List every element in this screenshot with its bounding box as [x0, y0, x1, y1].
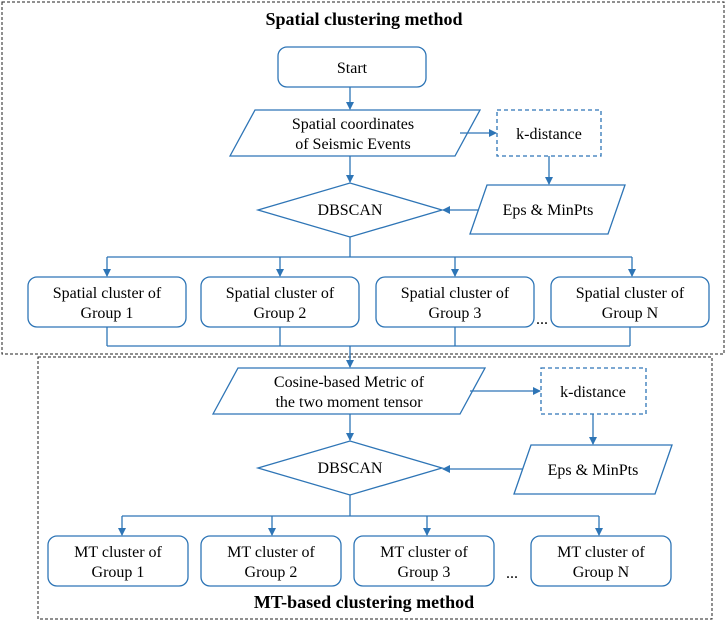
mt-cluster-n [530, 535, 672, 587]
spatial-cluster-3-line2: Group 3 [429, 305, 482, 322]
spatial-cluster-2-line2: Group 2 [254, 305, 307, 322]
mt-dbscan-label: DBSCAN [318, 460, 383, 477]
mt-section-frame [37, 356, 713, 620]
mt-metric-line1: Cosine-based Metric of [274, 374, 425, 391]
spatial-eps-label: Eps & MinPts [503, 202, 594, 219]
mt-cluster-2-line2: Group 2 [245, 564, 298, 581]
mt-kdistance-node [540, 367, 647, 415]
mt-metric-node [211, 367, 487, 415]
mt-cluster-n-line2: Group N [573, 564, 630, 581]
start-node [277, 46, 427, 88]
mt-metric-line2: the two moment tensor [275, 394, 423, 411]
spatial-cluster-n-line1: Spatial cluster of [576, 285, 685, 302]
mt-eps-label: Eps & MinPts [548, 462, 639, 479]
spatial-coords-line2: of Seismic Events [295, 136, 411, 153]
spatial-eps-node [469, 184, 626, 235]
mt-cluster-2-line1: MT cluster of [227, 544, 315, 561]
mt-cluster-1-line1: MT cluster of [74, 544, 162, 561]
mt-cluster-1-line2: Group 1 [92, 564, 145, 581]
mt-cluster-3-line2: Group 3 [398, 564, 451, 581]
spatial-kdistance-node [496, 109, 602, 157]
mt-ellipsis: ... [506, 565, 518, 582]
mt-eps-node [513, 444, 673, 495]
spatial-cluster-1-line1: Spatial cluster of [53, 285, 162, 302]
spatial-ellipsis: ... [536, 311, 548, 328]
spatial-cluster-3-line1: Spatial cluster of [401, 285, 510, 302]
spatial-cluster-n-line2: Group N [602, 305, 659, 322]
spatial-dbscan-label: DBSCAN [318, 202, 383, 219]
mt-cluster-n-line1: MT cluster of [557, 544, 645, 561]
spatial-section-frame [1, 1, 725, 355]
spatial-coords-line1: Spatial coordinates [292, 116, 414, 133]
start-label: Start [337, 60, 368, 77]
spatial-section-title: Spatial clustering method [265, 9, 462, 29]
spatial-cluster-2-line1: Spatial cluster of [226, 285, 335, 302]
mt-section-title: MT-based clustering method [254, 592, 474, 612]
mt-kdistance-label: k-distance [560, 384, 626, 401]
mt-cluster-1 [47, 535, 189, 587]
mt-cluster-3-line1: MT cluster of [380, 544, 468, 561]
spatial-coords-node [228, 109, 482, 157]
mt-cluster-2 [200, 535, 342, 587]
spatial-cluster-1-line2: Group 1 [81, 305, 134, 322]
spatial-kdistance-label: k-distance [516, 126, 582, 143]
mt-cluster-3 [353, 535, 495, 587]
